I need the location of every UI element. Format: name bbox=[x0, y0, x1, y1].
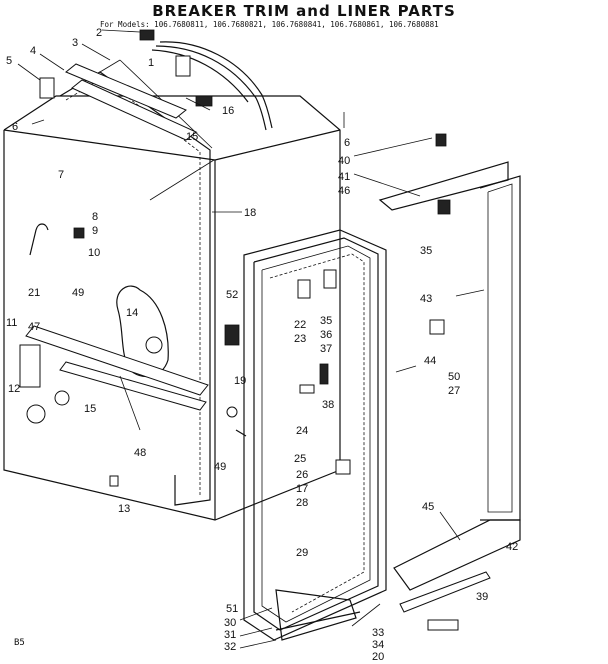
callout: 21 bbox=[28, 287, 40, 299]
callout: 49 bbox=[72, 287, 84, 299]
callout: 16 bbox=[222, 105, 234, 117]
callout: 13 bbox=[118, 503, 130, 515]
callout: 28 bbox=[296, 497, 308, 509]
callout: 14 bbox=[126, 307, 138, 319]
callout: 9 bbox=[92, 225, 98, 237]
callout: 35 bbox=[420, 245, 432, 257]
center-insulation bbox=[116, 285, 169, 378]
door-liner-right bbox=[378, 133, 521, 631]
callout: 30 bbox=[224, 617, 236, 629]
callout: 17 bbox=[296, 483, 308, 495]
callout: 32 bbox=[224, 641, 236, 653]
wire-harness bbox=[139, 29, 273, 131]
callout: 4 bbox=[30, 45, 36, 57]
callout: 6 bbox=[12, 121, 18, 133]
bottom-breaker-strip bbox=[25, 325, 209, 431]
callout: 20 bbox=[372, 651, 384, 663]
callout: 46 bbox=[338, 185, 350, 197]
callout: 2 bbox=[96, 27, 102, 39]
callout: 40 bbox=[338, 155, 350, 167]
callout: 41 bbox=[338, 171, 350, 183]
callout: 3 bbox=[72, 37, 78, 49]
callout: 27 bbox=[448, 385, 460, 397]
callout: 22 bbox=[294, 319, 306, 331]
callout: 18 bbox=[244, 207, 256, 219]
callout: 25 bbox=[294, 453, 306, 465]
callout: 48 bbox=[134, 447, 146, 459]
callout: 47 bbox=[28, 321, 40, 333]
callout: 34 bbox=[372, 639, 384, 651]
callout: 19 bbox=[234, 375, 246, 387]
footer-code: B5 bbox=[14, 638, 25, 648]
leader-lines bbox=[17, 29, 485, 649]
top-breaker-strip bbox=[65, 63, 197, 141]
callout: 44 bbox=[424, 355, 436, 367]
callout: 1 bbox=[148, 57, 154, 69]
callout: 50 bbox=[448, 371, 460, 383]
callout: 15 bbox=[84, 403, 96, 415]
diagram-title: BREAKER TRIM and LINER PARTS bbox=[152, 2, 456, 20]
callout: 38 bbox=[322, 399, 334, 411]
callout: 39 bbox=[476, 591, 488, 603]
callout: 31 bbox=[224, 629, 236, 641]
callout: 49 bbox=[214, 461, 226, 473]
callout-labels: 1 2 3 4 5 6 6 7 8 9 10 11 12 13 14 15 15… bbox=[6, 27, 518, 663]
callout: 11 bbox=[6, 317, 17, 329]
callout: 52 bbox=[226, 289, 238, 301]
callout: 29 bbox=[296, 547, 308, 559]
door-liner-middle bbox=[243, 229, 387, 641]
callout: 35 bbox=[320, 315, 332, 327]
callout: 42 bbox=[506, 541, 518, 553]
callout: 43 bbox=[420, 293, 432, 305]
callout: 23 bbox=[294, 333, 306, 345]
callout: 7 bbox=[58, 169, 64, 181]
model-list: For Models: 106.7680811, 106.7680821, 10… bbox=[100, 20, 439, 29]
small-parts-left bbox=[19, 77, 247, 487]
callout: 24 bbox=[296, 425, 308, 437]
callout: 45 bbox=[422, 501, 434, 513]
callout: 37 bbox=[320, 343, 332, 355]
cabinet-body bbox=[3, 95, 341, 521]
callout: 26 bbox=[296, 469, 308, 481]
callout: 10 bbox=[88, 247, 100, 259]
callout: 51 bbox=[226, 603, 238, 615]
callout: 36 bbox=[320, 329, 332, 341]
callout: 5 bbox=[6, 55, 12, 67]
callout: 15 bbox=[186, 131, 198, 143]
callout: 6 bbox=[344, 137, 350, 149]
callout: 12 bbox=[8, 383, 20, 395]
callout: 33 bbox=[372, 627, 384, 639]
liner-frame bbox=[59, 59, 213, 506]
callout: 8 bbox=[92, 211, 98, 223]
